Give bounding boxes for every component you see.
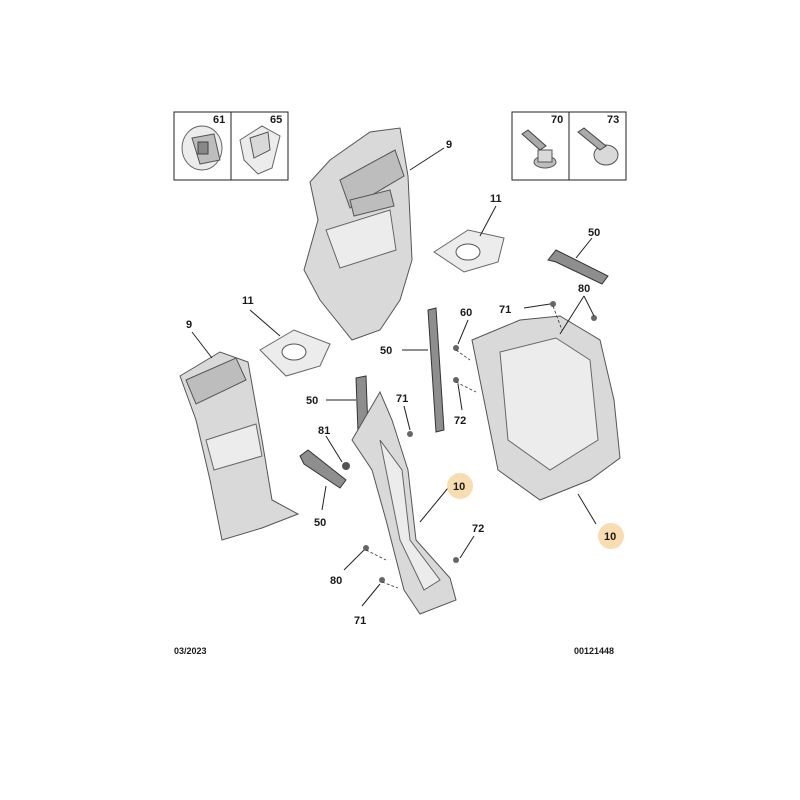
callout-81: 81 bbox=[318, 425, 330, 437]
callout-80-bottom: 80 bbox=[330, 575, 342, 587]
seal-50-mid bbox=[427, 307, 445, 433]
callout-10-center: 10 bbox=[453, 481, 465, 493]
fastener-71-mid-icon bbox=[407, 431, 413, 437]
inset-label-73: 73 bbox=[607, 114, 619, 126]
part-10-center bbox=[351, 390, 457, 615]
fastener-80-bottom-icon bbox=[363, 545, 369, 551]
part-9-left bbox=[179, 351, 300, 541]
highlight-10-right bbox=[598, 523, 624, 549]
footer-reference: 00121448 bbox=[574, 646, 614, 656]
callout-71-mid: 71 bbox=[396, 393, 408, 405]
fastener-71-bottom-icon bbox=[379, 577, 385, 583]
fastener-81-icon bbox=[342, 462, 350, 470]
callout-50-mid: 50 bbox=[380, 345, 392, 357]
callout-50-top: 50 bbox=[588, 227, 600, 239]
fasteners bbox=[342, 301, 597, 583]
callout-labels: 9 11 50 71 80 60 50 11 9 50 71 72 81 10 … bbox=[186, 139, 616, 627]
part-10-right bbox=[471, 315, 621, 501]
callout-80-top: 80 bbox=[578, 283, 590, 295]
seal-50-top bbox=[547, 249, 609, 285]
callout-71-top: 71 bbox=[499, 304, 511, 316]
fastener-71-top-icon bbox=[550, 301, 556, 307]
part-9-top bbox=[303, 127, 413, 341]
part-11-right bbox=[433, 229, 505, 273]
callout-10-right: 10 bbox=[604, 531, 616, 543]
fastener-72-mid-icon bbox=[453, 377, 459, 383]
inset-label-61: 61 bbox=[213, 114, 225, 126]
inset-group-left: 61 65 bbox=[173, 111, 289, 181]
callout-9-top: 9 bbox=[446, 139, 452, 151]
footer-date: 03/2023 bbox=[174, 646, 207, 656]
fastener-80-top-icon bbox=[591, 315, 597, 321]
fastener-60-icon bbox=[453, 345, 459, 351]
callout-9-left: 9 bbox=[186, 319, 192, 331]
callout-11-right: 11 bbox=[490, 193, 502, 205]
clip-61-icon bbox=[181, 125, 223, 171]
callout-72-mid: 72 bbox=[454, 415, 466, 427]
callout-71-bottom: 71 bbox=[354, 615, 366, 627]
callout-50-bottom: 50 bbox=[314, 517, 326, 529]
callout-60: 60 bbox=[460, 307, 472, 319]
callout-11-left: 11 bbox=[242, 295, 254, 307]
fastener-72-bottom-icon bbox=[453, 557, 459, 563]
callout-72-bottom: 72 bbox=[472, 523, 484, 535]
highlight-10-center bbox=[447, 473, 473, 499]
seal-50-bottom bbox=[299, 449, 347, 489]
screw-73-icon bbox=[577, 127, 619, 166]
leader-lines bbox=[191, 147, 597, 607]
inset-group-right: 70 73 bbox=[511, 111, 627, 181]
inset-label-65: 65 bbox=[270, 114, 282, 126]
clip-65-icon bbox=[239, 125, 281, 175]
inset-label-70: 70 bbox=[551, 114, 563, 126]
part-11-left bbox=[259, 329, 331, 377]
callout-50-left: 50 bbox=[306, 395, 318, 407]
screw-70-icon bbox=[521, 129, 557, 169]
